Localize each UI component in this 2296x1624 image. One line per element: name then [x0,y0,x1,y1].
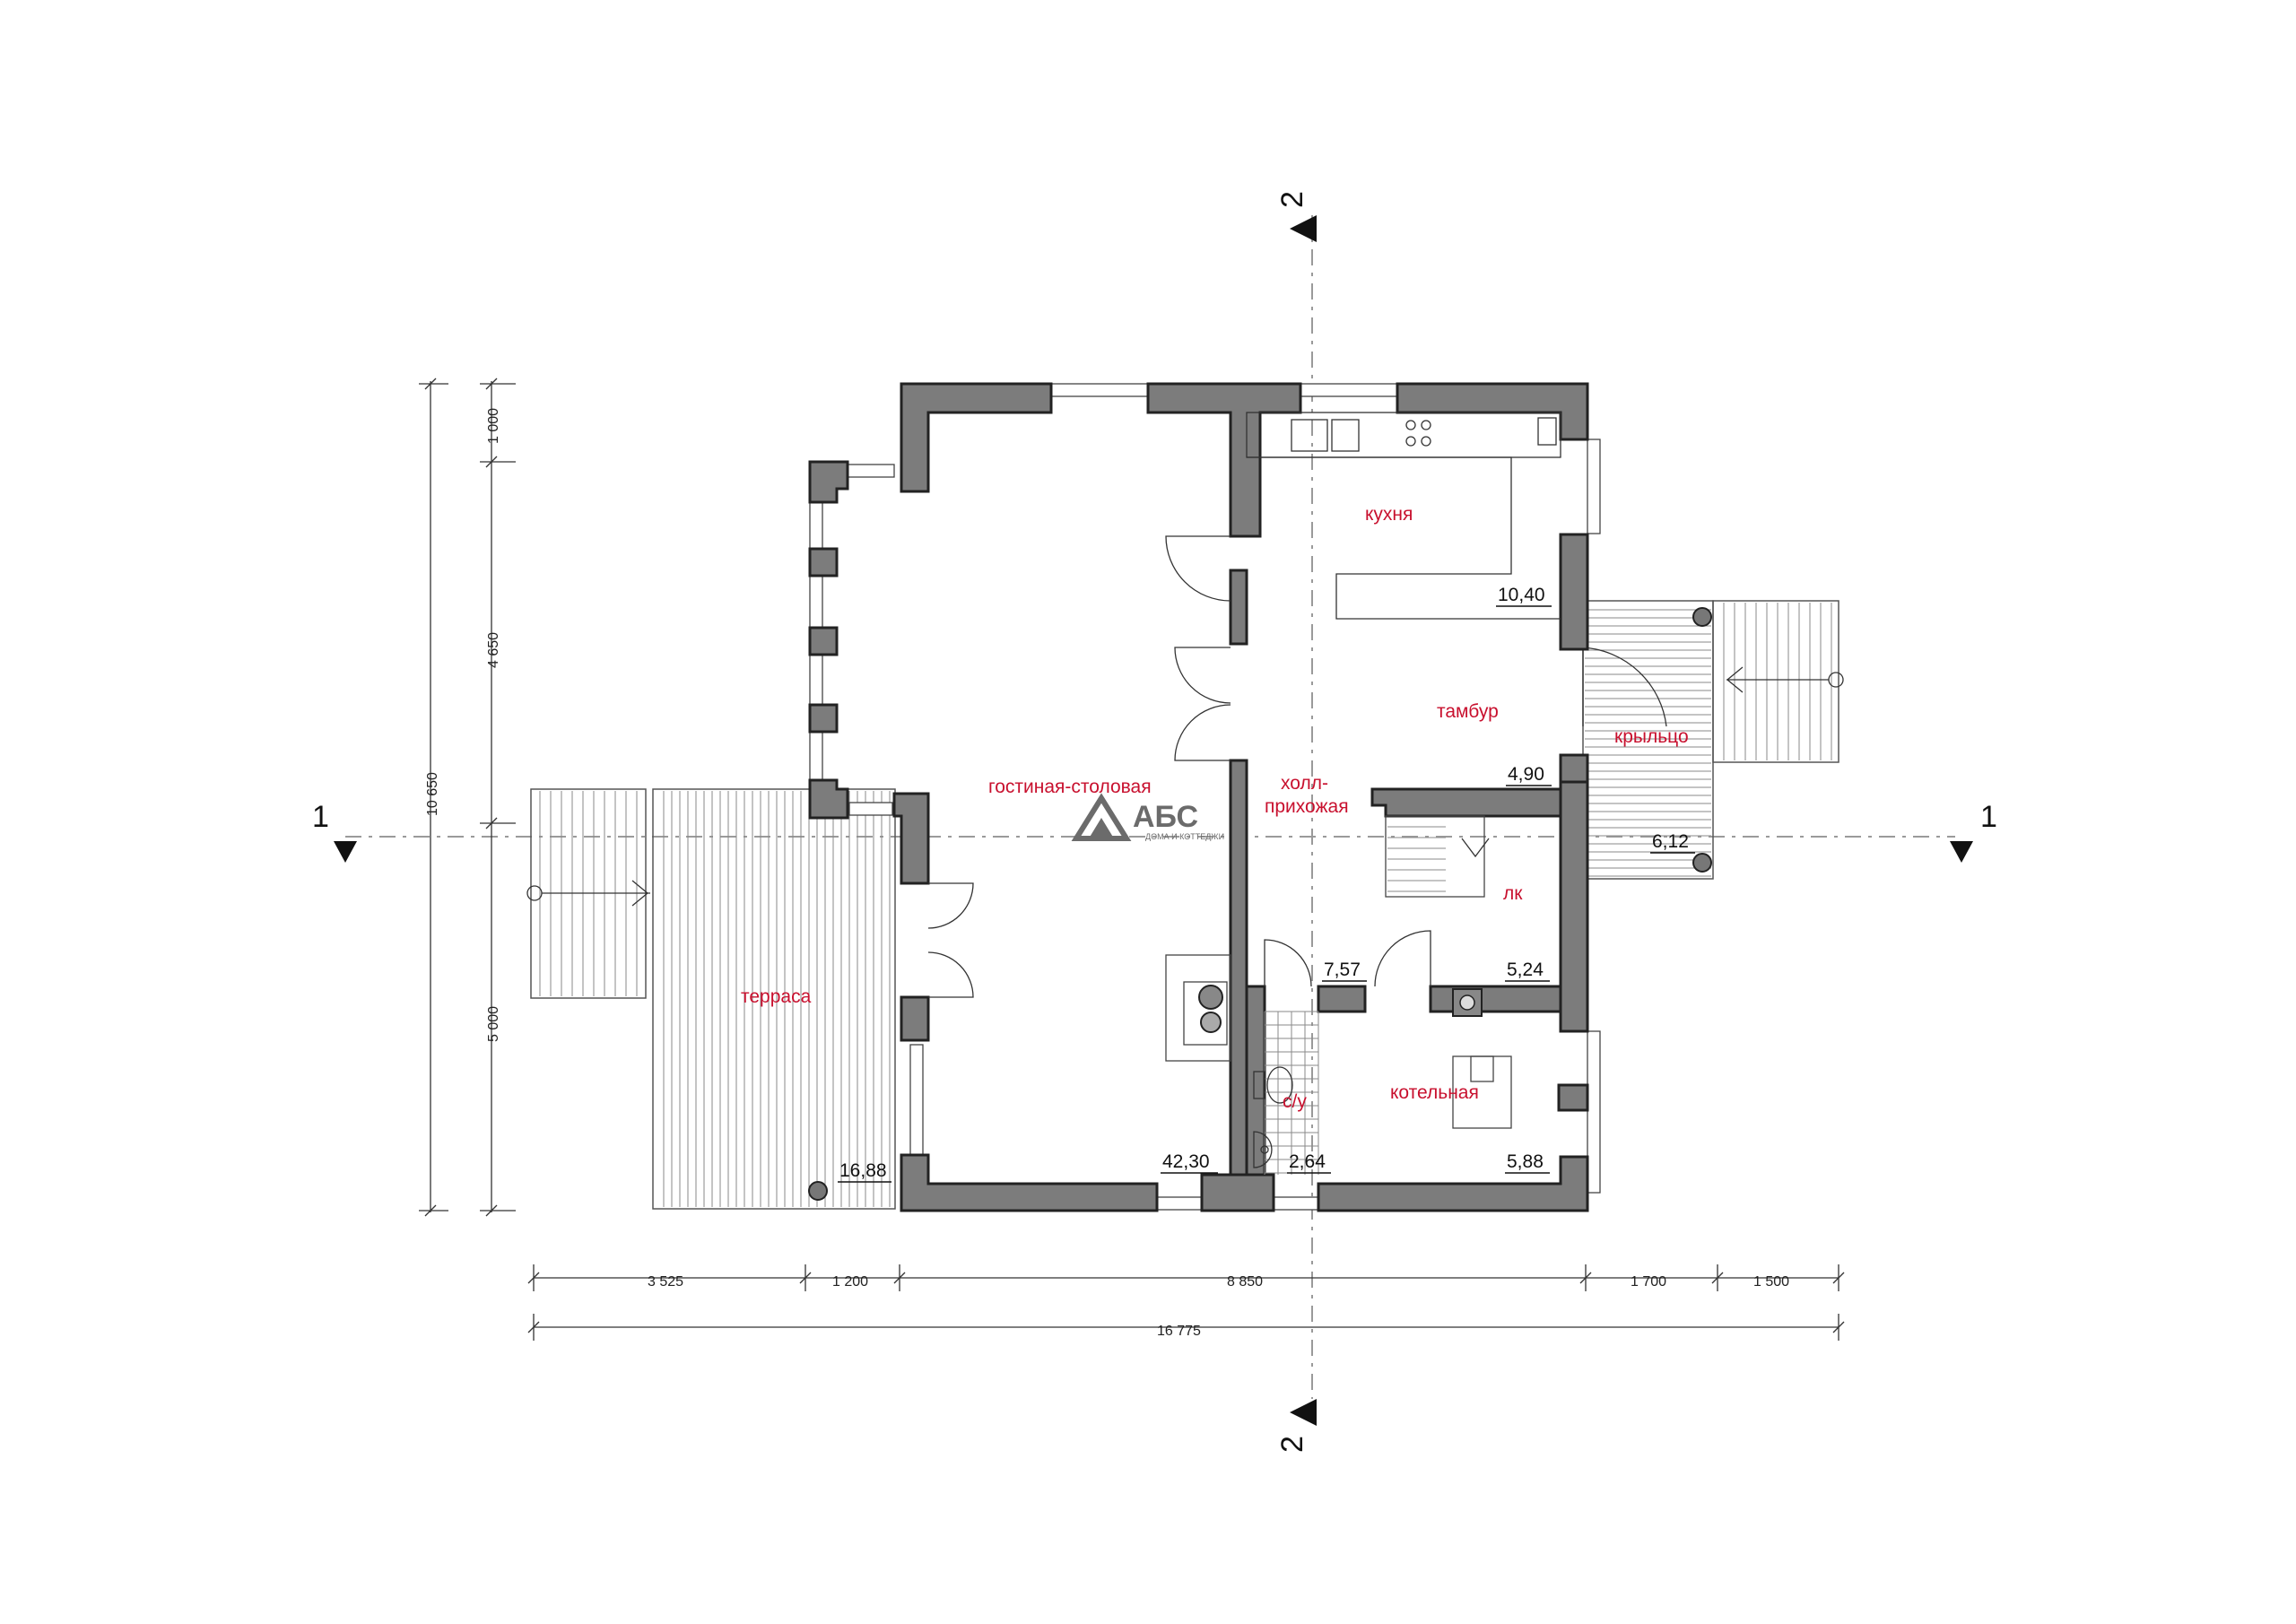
dimension-vertical: 1 000 4 650 5 000 10 650 [419,378,516,1217]
room-label-stair-room: лк [1503,883,1523,904]
dim-h-2: 1 200 [832,1274,868,1290]
area-kitchen: 10,40 [1498,585,1545,605]
dim-v-total: 10 650 [425,772,440,816]
dim-h-3: 8 850 [1227,1274,1263,1290]
area-vestibule: 4,90 [1508,764,1544,785]
area-porch: 6,12 [1652,831,1689,852]
room-label-porch: крыльцо [1614,726,1689,747]
boiler-equipment [1452,988,1512,1129]
room-label-hall-1: холл- [1281,773,1328,794]
room-label-boiler-room: котельная [1390,1082,1479,1103]
stairs [1385,815,1490,898]
abs-logo: АБС ДОМА И КОТТЕДЖИ [1071,793,1224,841]
section-2-top-label: 2 [1275,191,1309,208]
area-stair-room: 5,24 [1507,960,1544,980]
dim-v-1: 1 000 [486,408,501,444]
room-labels: кухня тамбур крыльцо гостиная-столовая х… [741,504,1689,1112]
dim-h-4: 1 700 [1631,1274,1666,1290]
dim-h-total: 16 775 [1157,1324,1201,1339]
section-2-top-marker [1290,215,1317,242]
section-1-right-label: 1 [1980,800,1997,834]
section-1-left-marker [334,841,357,863]
area-labels: 10,40 4,90 6,12 7,57 5,24 16,88 42,30 2,… [838,585,1695,1183]
area-wc: 2,64 [1289,1151,1326,1172]
area-hall: 7,57 [1324,960,1361,980]
room-label-vestibule: тамбур [1437,701,1499,722]
wc-fixtures [1253,1011,1319,1175]
section-2-bottom-marker [1290,1399,1317,1426]
dim-h-5: 1 500 [1753,1274,1789,1290]
porch-deck [1582,600,1844,880]
logo-name: АБС [1133,800,1198,834]
fireplace [1165,954,1231,1062]
area-boiler-room: 5,88 [1507,1151,1544,1172]
room-label-wc: с/у [1283,1091,1307,1112]
area-living-dining: 42,30 [1162,1151,1210,1172]
doors [927,535,1431,998]
section-1-left-label: 1 [312,800,329,834]
room-label-terrace: терраса [741,986,812,1007]
room-label-kitchen: кухня [1365,504,1413,525]
kitchen-furniture [1246,412,1561,620]
dim-h-1: 3 525 [648,1274,683,1290]
dimension-horizontal: 3 525 1 200 8 850 1 700 1 500 16 775 [527,1264,1845,1341]
dim-v-2: 4 650 [486,632,501,668]
section-1-right-marker [1950,841,1973,863]
logo-tagline: ДОМА И КОТТЕДЖИ [1145,832,1224,841]
room-label-hall-2: прихожая [1265,796,1349,817]
area-terrace: 16,88 [839,1160,887,1181]
dim-v-3: 5 000 [486,1006,501,1042]
section-2-bottom-label: 2 [1275,1436,1309,1453]
room-label-living-dining: гостиная-столовая [988,777,1152,797]
terrace-deck [526,788,896,1210]
